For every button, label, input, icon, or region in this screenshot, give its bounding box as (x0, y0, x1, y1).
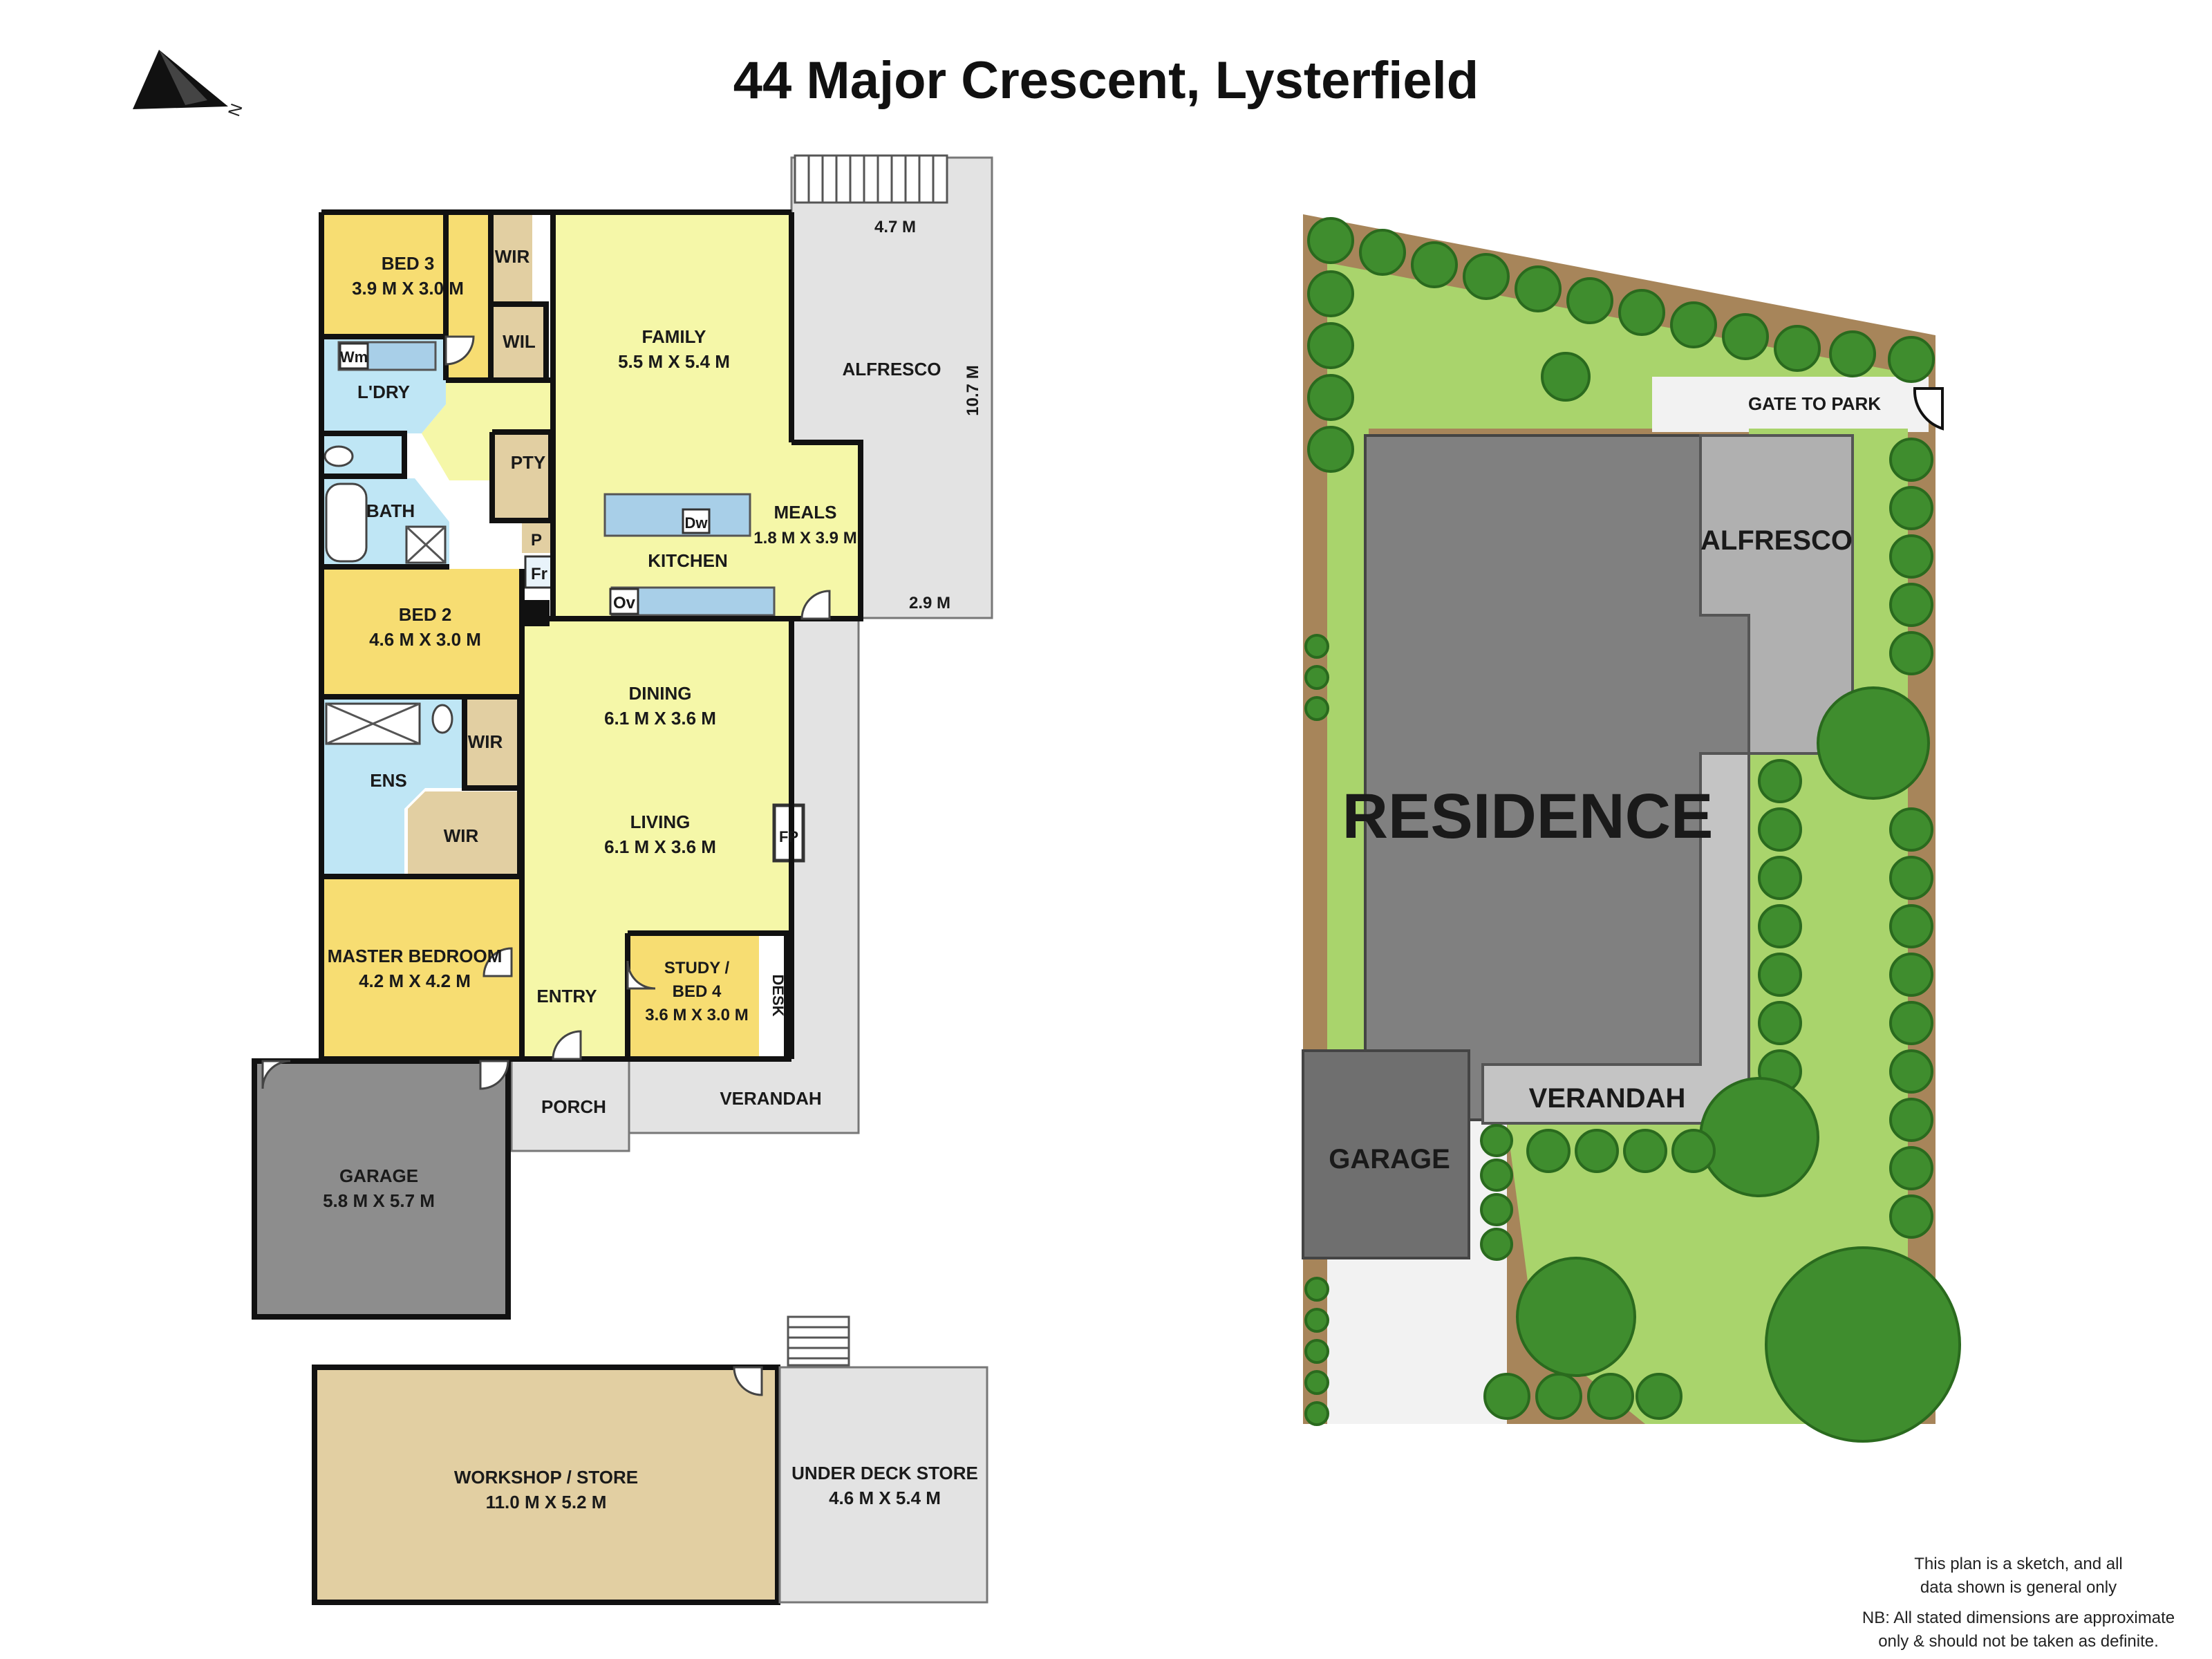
room-under-deck (778, 1366, 988, 1604)
garage-dims: 5.8 M X 5.7 M (323, 1190, 435, 1211)
alfresco-dim-bottom: 2.9 M (909, 594, 950, 612)
under-deck-name: UNDER DECK STORE (791, 1463, 978, 1483)
room-wir-master (408, 791, 520, 877)
p-name: P (531, 531, 542, 550)
kitchen-name: KITCHEN (648, 550, 728, 571)
master-name: MASTER BEDROOM (328, 946, 503, 966)
floor-plan (252, 154, 993, 1605)
disclaimer-line-2: data shown is general only (1920, 1578, 2117, 1597)
trees (1304, 217, 1961, 1443)
room-bed2 (321, 569, 522, 697)
meals-name: MEALS (774, 502, 837, 523)
workshop-door (733, 1366, 763, 1396)
site-verandah (1481, 752, 1750, 1125)
study-name: STUDY / (664, 959, 730, 977)
study-name-2: BED 4 (673, 982, 722, 1001)
family-dims: 5.5 M X 5.4 M (618, 351, 730, 372)
alfresco-dim-side: 10.7 M (964, 365, 982, 415)
room-desk (759, 933, 787, 1059)
room-wir-ens (465, 700, 520, 788)
door-swings (261, 335, 831, 1090)
alfresco-name: ALFRESCO (843, 359, 941, 379)
wir-top-name: WIR (495, 246, 530, 267)
family-name: FAMILY (642, 326, 706, 347)
disclaimer-line-4: only & should not be taken as definite. (1878, 1632, 2159, 1651)
site-garage (1302, 1049, 1470, 1259)
entry-name: ENTRY (536, 986, 597, 1006)
room-garage (254, 1061, 507, 1317)
bed3-name: BED 3 (382, 253, 435, 274)
oven-label: Ov (613, 594, 636, 612)
workshop-stairs (787, 1315, 850, 1367)
ens-toilet (431, 704, 453, 734)
site-alfresco-label: ALFRESCO (1700, 525, 1853, 556)
dishwasher-box (682, 508, 711, 534)
gate-label: GATE TO PARK (1748, 393, 1881, 414)
room-wir-top (492, 212, 532, 302)
porch-name: PORCH (541, 1096, 606, 1117)
laundry-name: L'DRY (357, 382, 410, 402)
alfresco-stairs (794, 154, 948, 204)
living-name: LIVING (630, 812, 691, 832)
workshop-dims: 11.0 M X 5.2 M (486, 1492, 607, 1512)
residence-label: RESIDENCE (1342, 781, 1714, 852)
disclaimer-line-3: NB: All stated dimensions are approximat… (1862, 1609, 2175, 1627)
dw-label: Dw (685, 514, 709, 532)
fridge-box (524, 555, 554, 589)
fridge-name: Fr (531, 565, 547, 583)
wm-label: Wm (340, 348, 368, 366)
north-arrow-icon (133, 50, 228, 109)
room-family-kitchen (553, 212, 791, 620)
wir-ens-name: WIR (468, 731, 503, 752)
ens-name: ENS (370, 770, 406, 791)
dining-name: DINING (629, 683, 692, 704)
under-deck-dims: 4.6 M X 5.4 M (829, 1488, 941, 1508)
dining-dims: 6.1 M X 3.6 M (604, 708, 716, 729)
room-meals (791, 442, 861, 619)
toilet (324, 445, 354, 467)
wil-name: WIL (503, 331, 536, 352)
verandah-name: VERANDAH (720, 1088, 821, 1109)
disclaimer-line-1: This plan is a sketch, and all (1914, 1555, 2123, 1573)
room-wil (492, 304, 546, 380)
room-p (522, 522, 551, 553)
room-study (628, 933, 759, 1059)
pantry-name: PTY (511, 452, 546, 473)
kitchen-island (603, 493, 751, 537)
garage-walls (252, 1058, 511, 1320)
master-dims: 4.2 M X 4.2 M (359, 971, 471, 991)
compass-label: N (225, 102, 246, 120)
room-pantry (492, 432, 551, 521)
washing-machine-box (339, 342, 369, 370)
bed2-name: BED 2 (399, 604, 452, 625)
study-dims: 3.6 M X 3.0 M (645, 1006, 748, 1024)
garage-name: GARAGE (339, 1165, 418, 1186)
page-title: 44 Major Crescent, Lysterfield (733, 51, 1479, 110)
site-plan (1302, 214, 1961, 1443)
living-dims: 6.1 M X 3.6 M (604, 836, 716, 857)
room-workshop (312, 1365, 780, 1605)
column (522, 600, 550, 626)
fp-label: FP (779, 828, 798, 845)
site-verandah-label: VERANDAH (1529, 1083, 1686, 1114)
room-porch (510, 1056, 630, 1152)
gate-icon (1913, 387, 1944, 431)
disclaimer: This plan is a sketch, and all data show… (1862, 1555, 2175, 1651)
bed3-dims: 3.9 M X 3.0 M (352, 278, 464, 299)
desk-label: DESK (769, 974, 787, 1016)
bath-name: BATH (366, 500, 415, 521)
bathtub (325, 482, 368, 563)
alfresco-dim-top: 4.7 M (874, 218, 916, 236)
oven-box (609, 588, 639, 615)
site-garage-label: GARAGE (1329, 1144, 1450, 1174)
meals-dims: 1.8 M X 3.9 M (753, 529, 856, 547)
wir-master-name: WIR (444, 825, 479, 846)
workshop-name: WORKSHOP / STORE (454, 1467, 638, 1488)
floor-plan-labels: BED 3 3.9 M X 3.0 M WIR WIL Wm L'DRY FAM… (323, 218, 982, 1512)
house-walls (319, 209, 863, 1062)
bed2-dims: 4.6 M X 3.0 M (369, 629, 481, 650)
gate-path (1652, 377, 1929, 432)
lawn-left (1327, 429, 1369, 1051)
